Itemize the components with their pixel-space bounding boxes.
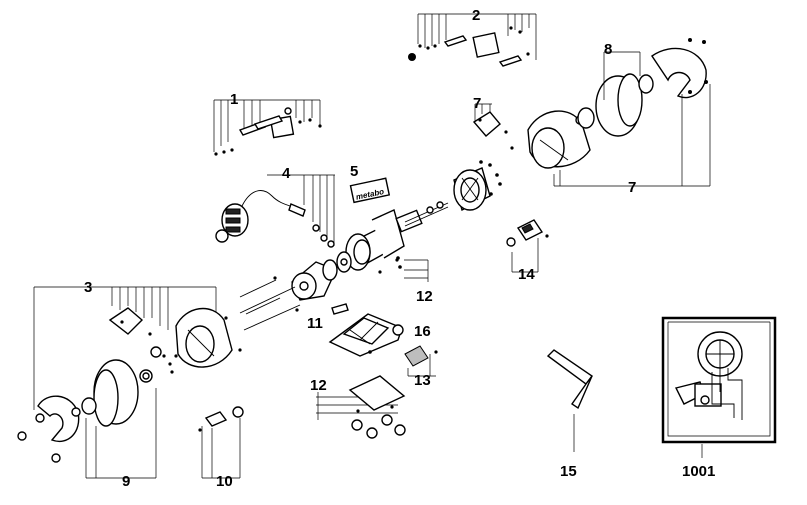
callout-15: 15 (560, 463, 577, 480)
callout-2: 2 (472, 7, 480, 24)
callout-14: 14 (518, 266, 535, 283)
part-1001-wiring-diagram (661, 316, 777, 458)
left-end-cover (291, 259, 338, 301)
callout-5: 5 (350, 163, 358, 180)
callout-16: 16 (414, 323, 431, 340)
callout-12-upper: 12 (416, 288, 433, 305)
callout-1: 1 (230, 91, 238, 108)
callout-7-upper: 7 (473, 95, 481, 112)
callout-8: 8 (604, 41, 612, 58)
callout-3: 3 (84, 279, 92, 296)
part-3-left-guard (34, 286, 242, 383)
base-assembly (328, 313, 404, 357)
part-4-cable-switch (215, 174, 335, 248)
part-14 (506, 219, 549, 273)
callout-7-lower: 7 (628, 179, 636, 196)
part-15-hex-key (546, 349, 593, 452)
callout-4: 4 (282, 165, 291, 182)
callout-1001: 1001 (682, 463, 715, 480)
right-guard-assembly (472, 38, 711, 187)
right-end-cover (453, 160, 502, 212)
long-bolts (239, 276, 301, 331)
part-12-upper (396, 256, 429, 282)
part-5-nameplate (349, 177, 391, 204)
part-11 (331, 303, 349, 315)
callout-9: 9 (122, 473, 130, 490)
callout-10: 10 (216, 473, 233, 490)
part-2-group (408, 13, 537, 67)
callout-13: 13 (414, 372, 431, 389)
callout-12-lower: 12 (310, 377, 327, 394)
part-9-left-wheel (17, 287, 157, 479)
callout-11: 11 (307, 315, 323, 332)
part-10 (198, 406, 244, 479)
motor-assembly (336, 201, 449, 274)
part-1-group (213, 99, 322, 156)
part-12-lower (316, 375, 406, 439)
part-13 (404, 345, 438, 377)
